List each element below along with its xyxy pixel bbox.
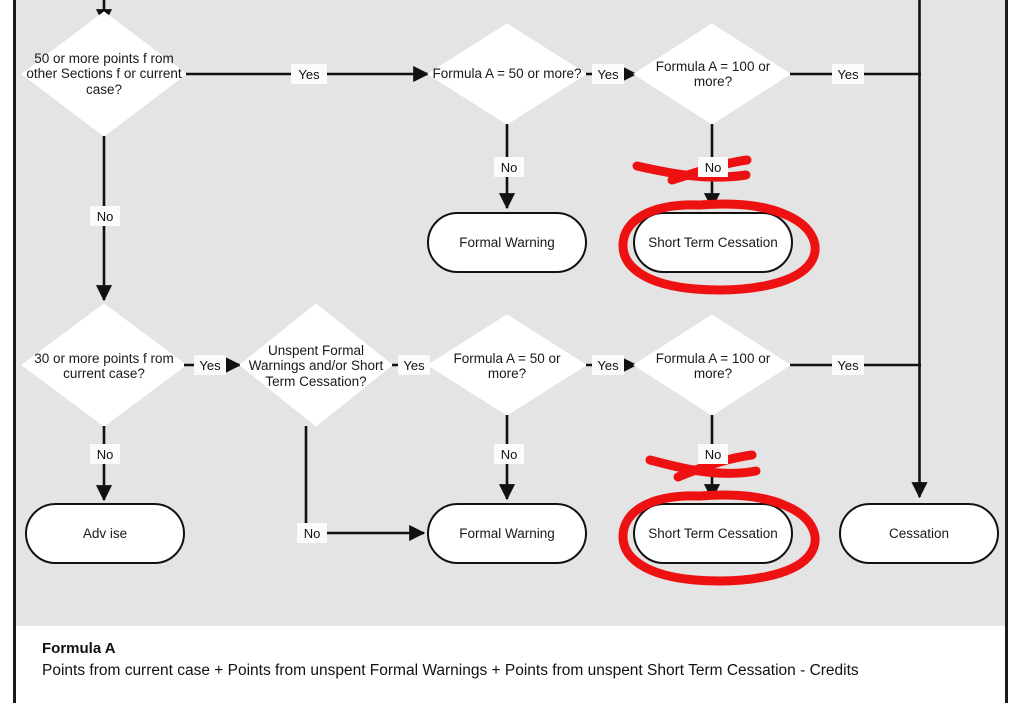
edge-label-d1-no: No [90, 206, 120, 226]
edge-label-d2-yes: Yes [592, 64, 624, 84]
node-t4-shape [427, 503, 587, 564]
formula-legend-body: Points from current case + Points from u… [42, 662, 859, 679]
edge-label-d7-no: No [698, 444, 728, 464]
edge-label-d1-yes: Yes [291, 64, 327, 84]
edge-label-d6-no: No [494, 444, 524, 464]
frame-left-border [13, 0, 16, 703]
edge-label-d5-yes: Yes [398, 355, 430, 375]
edge-label-d4-no: No [90, 444, 120, 464]
node-t5-shape [633, 503, 793, 564]
edge-label-d5-no: No [297, 523, 327, 543]
node-t1-shape [427, 212, 587, 273]
edge-label-d7-yes: Yes [832, 355, 864, 375]
edge-label-d3-yes: Yes [832, 64, 864, 84]
node-t3-shape [25, 503, 185, 564]
frame-right-border [1005, 0, 1008, 703]
node-t6-shape [839, 503, 999, 564]
edge-label-d4-yes: Yes [194, 355, 226, 375]
formula-legend-title: Formula A [42, 640, 116, 657]
edge-label-d6-yes: Yes [592, 355, 624, 375]
edge-label-d2-no: No [494, 157, 524, 177]
node-d5-shape [239, 303, 393, 427]
edge-label-d3-no: No [698, 157, 728, 177]
node-t2-shape [633, 212, 793, 273]
formula-legend: Formula A Points from current case + Poi… [16, 626, 1005, 702]
